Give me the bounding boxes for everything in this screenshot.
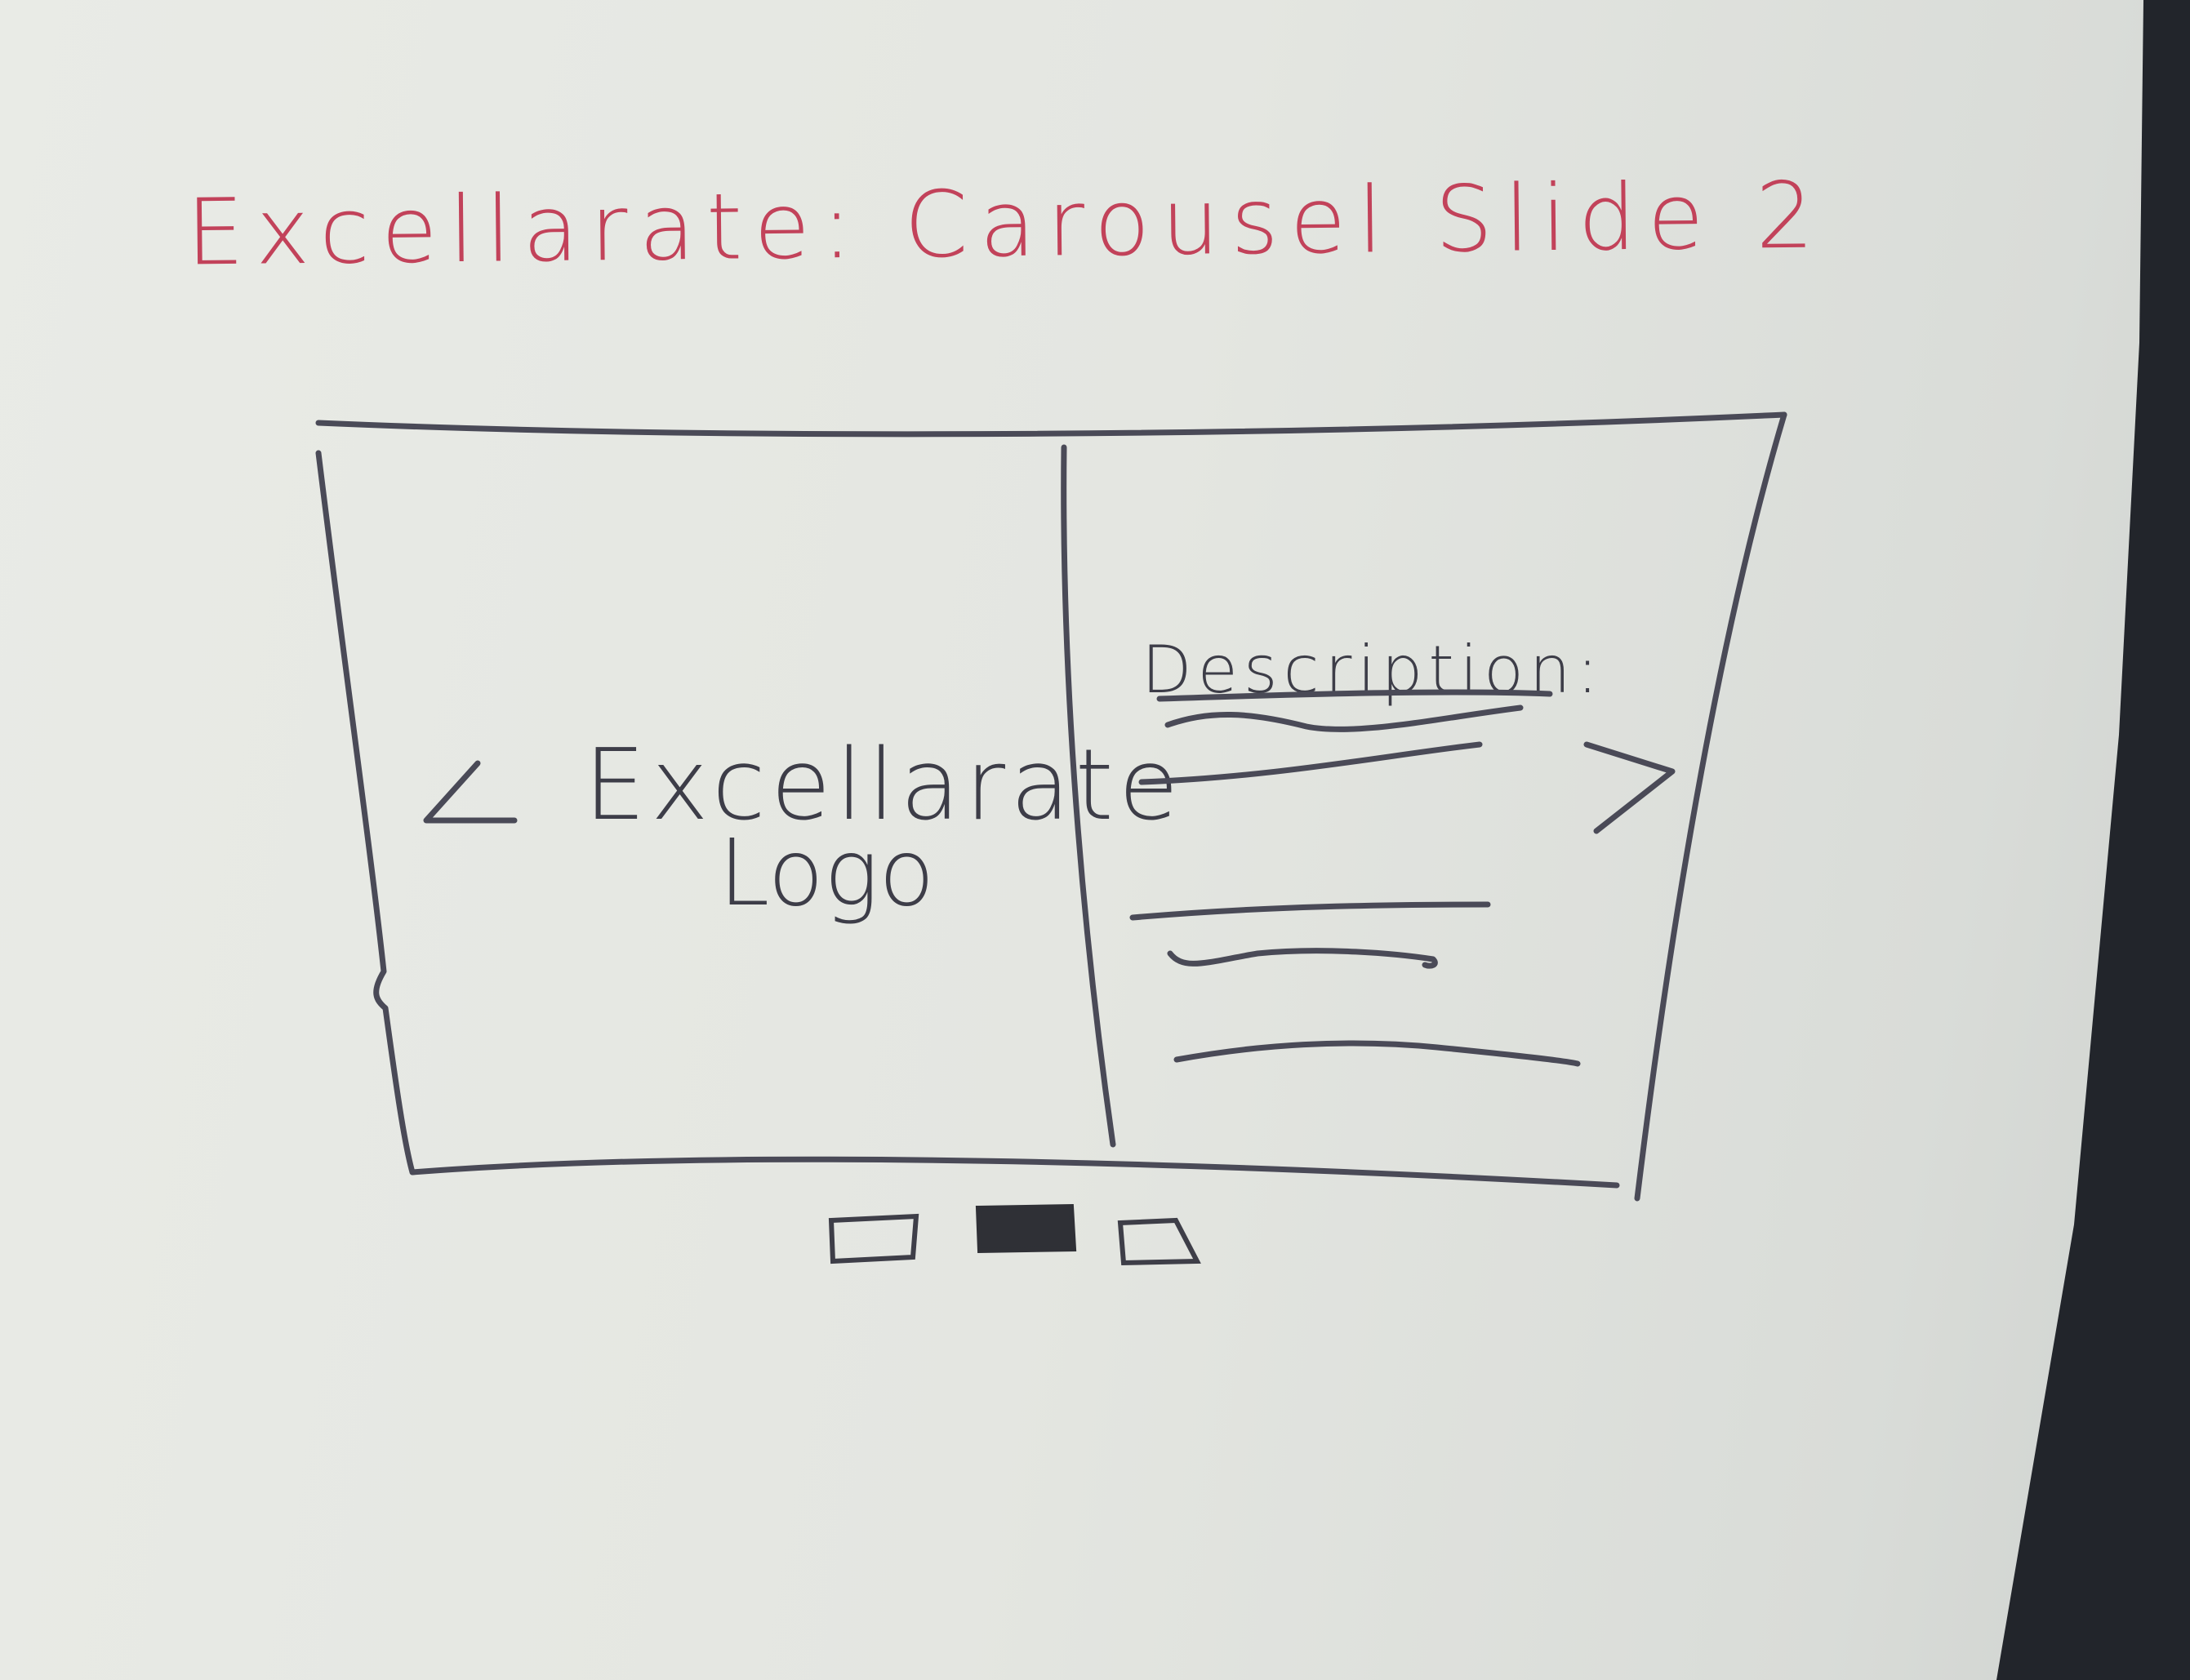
- description-line: [1129, 901, 1491, 921]
- chevron-left-icon: [423, 760, 518, 824]
- indicator-slide-1[interactable]: [828, 1213, 919, 1264]
- next-arrow-button[interactable]: >: [0, 0, 1676, 834]
- description-line: [1167, 948, 1438, 969]
- panel-divider: [1061, 444, 1116, 1148]
- slide-indicators: [828, 1203, 1201, 1266]
- logo-placeholder: Excellarate Logo: [584, 729, 1184, 927]
- carousel-frame: [315, 411, 1787, 1202]
- indicator-slide-3[interactable]: [1117, 1217, 1201, 1266]
- description-line: [1164, 704, 1524, 732]
- chevron-right-icon: [1583, 741, 1676, 834]
- logo-text: Excellarate: [584, 729, 1184, 842]
- description-line: [1173, 1040, 1581, 1067]
- prev-arrow-button[interactable]: <: [0, 0, 518, 824]
- logo-subtext: Logo: [719, 820, 935, 927]
- indicator-slide-2-active[interactable]: [975, 1203, 1077, 1254]
- description-line: [1138, 741, 1483, 785]
- description-panel: Description:: [1129, 632, 1599, 1067]
- description-underline: [1156, 689, 1553, 702]
